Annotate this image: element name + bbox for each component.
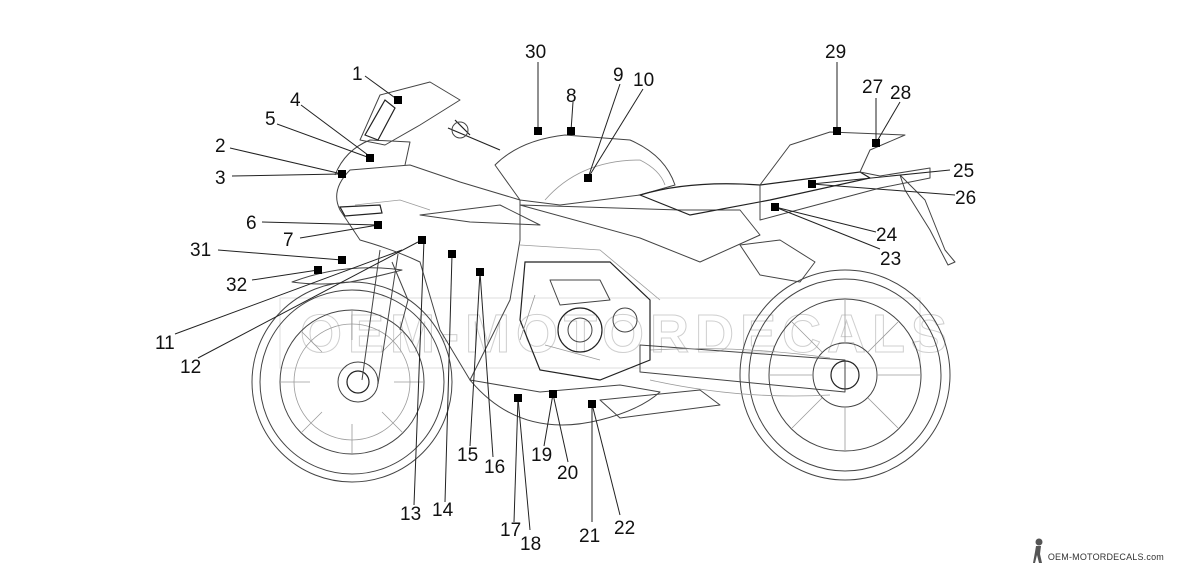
decal-marker-4-5[interactable] bbox=[366, 154, 374, 162]
callout-31[interactable]: 31 bbox=[190, 240, 211, 261]
callout-10[interactable]: 10 bbox=[633, 70, 654, 91]
decal-marker-27-28[interactable] bbox=[872, 139, 880, 147]
decal-marker-6-7[interactable] bbox=[374, 221, 382, 229]
decal-marker-19-20[interactable] bbox=[549, 390, 557, 398]
callout-19[interactable]: 19 bbox=[531, 445, 552, 466]
site-logo[interactable]: OEM-MOTORDECALS.com bbox=[1031, 538, 1164, 564]
callout-23[interactable]: 23 bbox=[880, 249, 901, 270]
decal-markers bbox=[314, 96, 880, 408]
decal-marker-30[interactable] bbox=[534, 127, 542, 135]
decal-marker-1[interactable] bbox=[394, 96, 402, 104]
callout-20[interactable]: 20 bbox=[557, 463, 578, 484]
callout-3[interactable]: 3 bbox=[215, 168, 226, 189]
callout-26[interactable]: 26 bbox=[955, 188, 976, 209]
callout-16[interactable]: 16 bbox=[484, 457, 505, 478]
windscreen bbox=[359, 81, 461, 146]
callout-25[interactable]: 25 bbox=[953, 161, 974, 182]
callout-22[interactable]: 22 bbox=[614, 518, 635, 539]
callout-2[interactable]: 2 bbox=[215, 136, 226, 157]
callout-29[interactable]: 29 bbox=[825, 42, 846, 63]
frame bbox=[519, 204, 761, 263]
callout-27[interactable]: 27 bbox=[862, 77, 883, 98]
callout-12[interactable]: 12 bbox=[180, 357, 201, 378]
frame-lower bbox=[519, 244, 661, 301]
tail-section bbox=[759, 131, 956, 266]
callout-21[interactable]: 21 bbox=[579, 526, 600, 547]
watermark-text: OEM-MOTORDECALS bbox=[300, 304, 953, 364]
front-fairing bbox=[334, 139, 541, 381]
decal-marker-32[interactable] bbox=[314, 266, 322, 274]
decal-marker-9-10[interactable] bbox=[584, 174, 592, 182]
decal-marker-21-22[interactable] bbox=[588, 400, 596, 408]
front-fork bbox=[361, 249, 409, 385]
logo-text: OEM-MOTORDECALS.com bbox=[1047, 552, 1164, 562]
callout-32[interactable]: 32 bbox=[226, 275, 247, 296]
callout-17[interactable]: 17 bbox=[500, 520, 521, 541]
rear-hugger bbox=[739, 239, 816, 283]
decal-marker-23-24[interactable] bbox=[771, 203, 779, 211]
callout-30[interactable]: 30 bbox=[525, 42, 546, 63]
callout-7[interactable]: 7 bbox=[283, 230, 294, 251]
callout-8[interactable]: 8 bbox=[566, 86, 577, 107]
leader-lines bbox=[174, 62, 956, 531]
callout-15[interactable]: 15 bbox=[457, 445, 478, 466]
callout-13[interactable]: 13 bbox=[400, 504, 421, 525]
callout-24[interactable]: 24 bbox=[876, 225, 898, 246]
watermark: OEM-MOTORDECALS bbox=[279, 297, 953, 369]
fuel-tank bbox=[494, 134, 676, 206]
decal-marker-17-18[interactable] bbox=[514, 394, 522, 402]
exhaust bbox=[599, 389, 721, 419]
engine bbox=[519, 261, 651, 381]
decal-marker-15-16[interactable] bbox=[476, 268, 484, 276]
decal-marker-25-26[interactable] bbox=[808, 180, 816, 188]
decal-marker-29[interactable] bbox=[833, 127, 841, 135]
rear-wheel bbox=[739, 269, 951, 481]
callout-4[interactable]: 4 bbox=[290, 90, 301, 111]
decal-marker-11[interactable] bbox=[418, 236, 426, 244]
callout-11[interactable]: 11 bbox=[155, 333, 175, 354]
decal-marker-8[interactable] bbox=[567, 127, 575, 135]
callout-5[interactable]: 5 bbox=[265, 109, 276, 130]
rider-silhouette-icon bbox=[1032, 538, 1043, 563]
belly-pan bbox=[469, 379, 661, 426]
handlebar bbox=[447, 119, 501, 151]
rider-seat bbox=[638, 171, 872, 216]
motorcycle-illustration bbox=[251, 81, 956, 483]
swingarm bbox=[639, 344, 846, 397]
callout-9[interactable]: 9 bbox=[613, 65, 624, 86]
callout-28[interactable]: 28 bbox=[890, 83, 911, 104]
callout-6[interactable]: 6 bbox=[246, 213, 257, 234]
callout-18[interactable]: 18 bbox=[520, 534, 541, 555]
callout-1[interactable]: 1 bbox=[352, 64, 363, 85]
decal-marker-14[interactable] bbox=[448, 250, 456, 258]
front-fender bbox=[291, 267, 403, 285]
callout-14[interactable]: 14 bbox=[432, 500, 454, 521]
decal-marker-31[interactable] bbox=[338, 256, 346, 264]
decal-marker-2-3[interactable] bbox=[338, 170, 346, 178]
callout-labels: 1 2 3 4 5 6 7 8 9 10 11 12 13 14 15 16 1… bbox=[155, 42, 976, 555]
